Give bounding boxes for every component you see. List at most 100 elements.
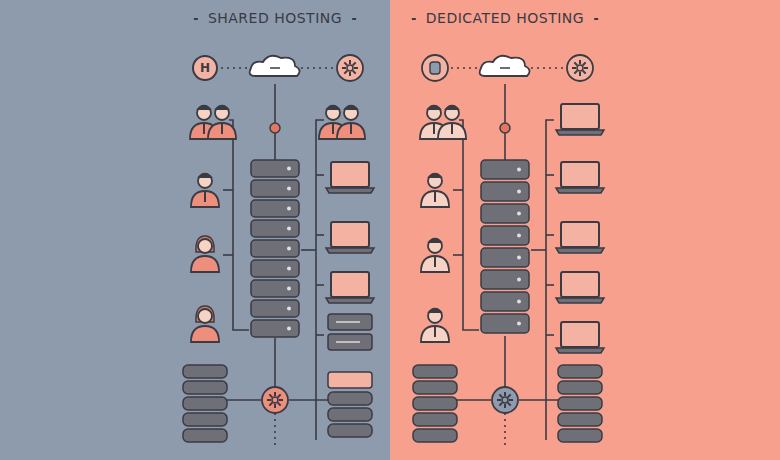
laptop-icon <box>556 272 604 303</box>
line-shape <box>274 404 276 408</box>
line-shape <box>269 394 272 397</box>
path-shape <box>556 130 604 135</box>
line-shape <box>353 62 356 65</box>
path-shape <box>428 174 442 179</box>
wire-line <box>223 189 233 191</box>
rect-shape <box>558 365 602 378</box>
rect-shape <box>413 365 457 378</box>
circle-shape <box>198 309 212 323</box>
rect-shape <box>481 182 529 201</box>
line-shape <box>203 124 205 134</box>
rect-shape <box>183 381 227 394</box>
line-shape <box>584 67 588 69</box>
circle-shape <box>347 65 353 71</box>
line-shape <box>583 71 586 74</box>
rect-shape <box>251 160 299 177</box>
wire-line <box>546 284 554 286</box>
rect-shape <box>413 381 457 394</box>
drive-icon <box>328 334 372 350</box>
line-shape <box>344 71 347 74</box>
drive-icon <box>328 314 372 330</box>
circle-shape <box>262 387 288 413</box>
wire-line <box>546 174 554 176</box>
host-icon: H <box>192 55 218 81</box>
wire-line <box>316 234 324 236</box>
disk-stack <box>558 365 602 442</box>
rect-shape <box>413 413 457 426</box>
drive-icon <box>328 372 372 388</box>
rect-shape <box>558 429 602 442</box>
circle-shape <box>287 227 291 231</box>
path-shape <box>196 306 214 322</box>
rect-shape <box>558 381 602 394</box>
circle-shape <box>502 397 508 403</box>
line-shape <box>342 67 346 69</box>
wire-line <box>274 338 276 387</box>
path-shape <box>337 123 365 139</box>
rect-shape <box>183 413 227 426</box>
laptop-icon <box>556 162 604 193</box>
panel-heading: DEDICATED HOSTING <box>426 10 584 26</box>
circle-shape <box>517 256 521 260</box>
user-icon <box>421 239 449 273</box>
laptop-icon <box>326 162 374 193</box>
path-shape <box>421 191 449 207</box>
rect-shape <box>331 162 369 187</box>
wire-line <box>274 413 276 445</box>
line-shape <box>267 399 271 401</box>
circle-shape <box>567 55 593 81</box>
circle-shape <box>445 106 459 120</box>
user-icon <box>421 309 449 343</box>
line-shape <box>349 60 351 64</box>
line-shape <box>451 124 453 134</box>
laptop-icon <box>556 104 604 135</box>
line-shape <box>508 403 511 406</box>
path-shape <box>445 106 459 111</box>
rect-shape <box>328 392 372 405</box>
circle-shape <box>577 65 583 71</box>
circle-shape <box>517 168 521 172</box>
wire-line <box>221 67 249 69</box>
line-shape <box>332 124 334 134</box>
circle-shape <box>198 239 212 253</box>
circle-shape <box>287 327 291 331</box>
circle-shape <box>427 106 441 120</box>
gear-icon <box>262 387 288 413</box>
status-dot <box>500 123 510 133</box>
circle-shape <box>287 247 291 251</box>
laptop-icon <box>556 222 604 253</box>
disk-stack <box>328 392 372 437</box>
circle-shape <box>197 106 211 120</box>
wire-line <box>274 84 276 160</box>
path-shape <box>326 298 374 303</box>
heading-dash <box>194 18 198 20</box>
rect-shape <box>481 160 529 179</box>
line-shape <box>433 124 435 134</box>
cloud-mark <box>270 67 280 69</box>
path-shape <box>421 326 449 342</box>
circle-shape <box>517 278 521 282</box>
wire-line <box>289 399 328 401</box>
line-shape <box>499 403 502 406</box>
rect-shape <box>251 260 299 277</box>
circle-shape <box>344 106 358 120</box>
line-shape <box>579 60 581 64</box>
rect-shape <box>481 204 529 223</box>
rect-shape <box>481 292 529 311</box>
panel-heading: SHARED HOSTING <box>208 10 342 26</box>
circle-shape <box>428 174 442 188</box>
path-shape <box>428 239 442 244</box>
rect-shape <box>561 162 599 187</box>
wire-line <box>316 284 324 286</box>
path-shape <box>427 106 441 111</box>
rect-shape <box>251 220 299 237</box>
path-shape <box>556 248 604 253</box>
circle-shape <box>517 234 521 238</box>
line-shape <box>344 62 347 65</box>
cloud-icon <box>250 56 300 76</box>
rect-shape <box>251 320 299 337</box>
rect-shape <box>558 413 602 426</box>
disk-stack <box>413 365 457 442</box>
rect-shape <box>251 280 299 297</box>
